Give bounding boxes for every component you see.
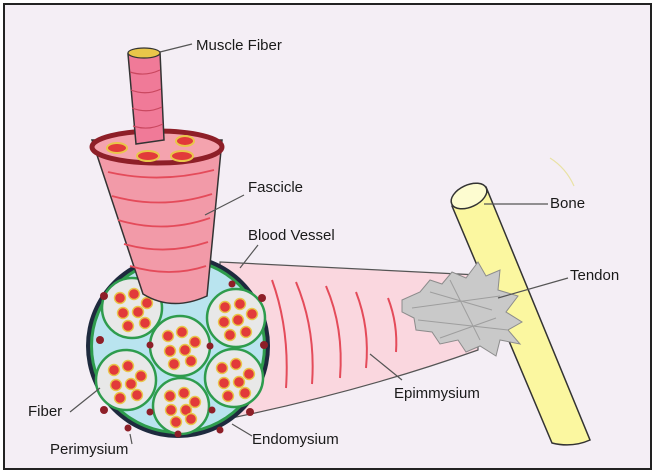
label-blood-vessel: Blood Vessel [248, 227, 335, 244]
fascicle-bundle [153, 378, 209, 434]
fascicle-bundle [205, 349, 263, 407]
label-fascicle: Fascicle [248, 179, 303, 196]
fascicle-bundle [96, 350, 156, 410]
label-perimysium: Perimysium [50, 441, 128, 458]
label-epimysium: Epimmysium [394, 385, 480, 402]
label-tendon: Tendon [570, 267, 619, 284]
label-bone: Bone [550, 195, 585, 212]
label-endomysium: Endomysium [252, 431, 339, 448]
fascicle-bundle [150, 316, 210, 376]
label-fiber: Fiber [28, 403, 62, 420]
fascicle-bundle [207, 289, 265, 347]
label-muscle-fiber: Muscle Fiber [196, 37, 282, 54]
